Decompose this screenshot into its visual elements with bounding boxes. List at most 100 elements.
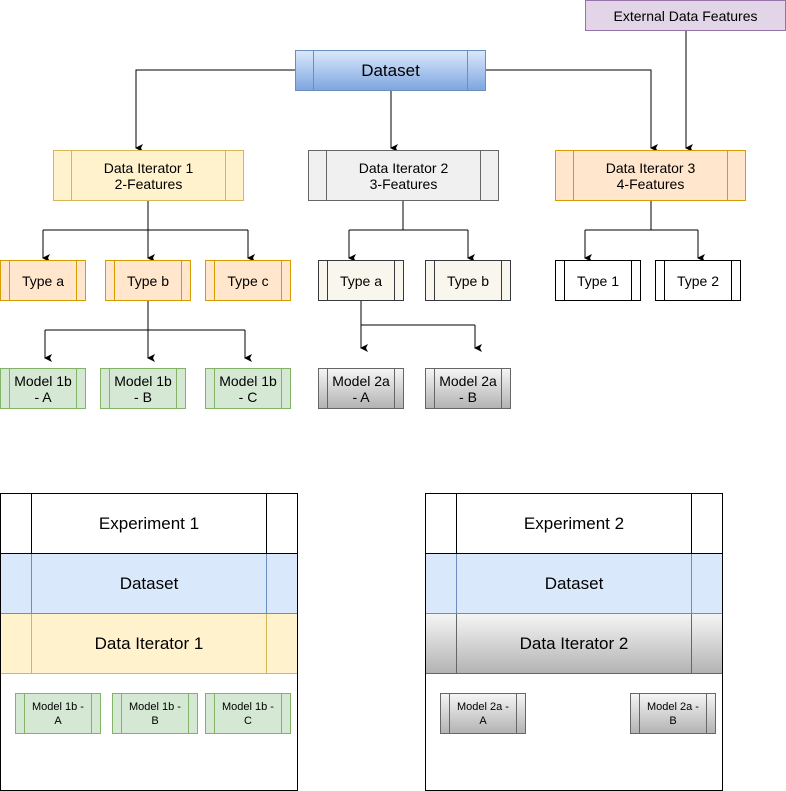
exp1-model-b-label: Model 1b - B bbox=[129, 700, 181, 727]
iter3-type-1-box: Type 1 bbox=[555, 260, 641, 301]
iter1-type-c-label: Type c bbox=[227, 272, 269, 289]
model-2a-b-label: Model 2a - B bbox=[439, 372, 497, 405]
experiment-2-dataset-band: Dataset bbox=[426, 554, 722, 614]
experiment-2-iterator-label: Data Iterator 2 bbox=[519, 633, 629, 653]
bar-right bbox=[706, 694, 707, 733]
dataset-left-bar bbox=[313, 51, 314, 90]
iter1-type-a-label: Type a bbox=[21, 272, 65, 289]
bar-right bbox=[91, 694, 92, 733]
bar-left bbox=[327, 369, 328, 408]
exp2-model-b-label: Model 2a - B bbox=[647, 700, 699, 727]
data-iterator-3-label: Data Iterator 3 4-Features bbox=[605, 159, 696, 192]
bar-left bbox=[449, 694, 450, 733]
experiment-1-title-band: Experiment 1 bbox=[1, 494, 297, 554]
bar-left bbox=[9, 369, 10, 408]
iter1-type-c-box: Type c bbox=[205, 260, 291, 301]
bar-right bbox=[480, 151, 481, 200]
bar-left bbox=[71, 151, 72, 200]
experiment-2-title-band: Experiment 2 bbox=[426, 494, 722, 554]
bar-left bbox=[434, 369, 435, 408]
exp1-model-a-box: Model 1b - A bbox=[15, 693, 101, 734]
bar-left bbox=[31, 494, 32, 553]
bar-right bbox=[691, 554, 692, 613]
bar-left bbox=[214, 369, 215, 408]
edge-iter1-types bbox=[43, 200, 248, 231]
exp1-model-a-label: Model 1b - A bbox=[32, 700, 84, 727]
model-1b-c-box: Model 1b - C bbox=[205, 368, 291, 409]
experiment-1-panel: Experiment 1 Dataset Data Iterator 1 Mod… bbox=[0, 493, 298, 791]
dataset-right-bar bbox=[467, 51, 468, 90]
experiment-2-title: Experiment 2 bbox=[523, 513, 625, 533]
bar-left bbox=[214, 694, 215, 733]
external-data-features-label: External Data Features bbox=[613, 7, 758, 24]
bar-left bbox=[24, 694, 25, 733]
model-2a-a-box: Model 2a - A bbox=[318, 368, 404, 409]
iter2-type-a-label: Type a bbox=[339, 272, 383, 289]
bar-right bbox=[188, 694, 189, 733]
experiment-2-iterator-band: Data Iterator 2 bbox=[426, 614, 722, 674]
bar-right bbox=[501, 369, 502, 408]
bar-right bbox=[281, 694, 282, 733]
iter3-type-2-box: Type 2 bbox=[655, 260, 741, 301]
bar-left bbox=[456, 554, 457, 613]
iter1-type-a-box: Type a bbox=[0, 260, 86, 301]
exp2-model-b-box: Model 2a - B bbox=[630, 693, 716, 734]
bar-left bbox=[639, 694, 640, 733]
bar-right bbox=[501, 261, 502, 300]
model-1b-a-label: Model 1b - A bbox=[14, 372, 72, 405]
bar-left bbox=[114, 261, 115, 300]
bar-left bbox=[31, 614, 32, 673]
bar-right bbox=[727, 151, 728, 200]
exp1-model-c-box: Model 1b - C bbox=[205, 693, 291, 734]
model-2a-a-label: Model 2a - A bbox=[332, 372, 390, 405]
experiment-1-title: Experiment 1 bbox=[98, 513, 200, 533]
data-iterator-3-box: Data Iterator 3 4-Features bbox=[555, 150, 746, 201]
bar-left bbox=[9, 261, 10, 300]
dataset-label: Dataset bbox=[361, 60, 420, 80]
iter1-type-b-box: Type b bbox=[105, 260, 191, 301]
bar-right bbox=[76, 369, 77, 408]
exp1-model-c-label: Model 1b - C bbox=[222, 700, 274, 727]
iter2-type-b-box: Type b bbox=[425, 260, 511, 301]
experiment-1-iterator-label: Data Iterator 1 bbox=[94, 633, 204, 653]
data-iterator-1-box: Data Iterator 1 2-Features bbox=[53, 150, 244, 201]
exp2-model-a-box: Model 2a - A bbox=[440, 693, 526, 734]
bar-right bbox=[691, 614, 692, 673]
model-1b-c-label: Model 1b - C bbox=[219, 372, 277, 405]
edge-iter3-types bbox=[585, 200, 698, 231]
model-1b-a-box: Model 1b - A bbox=[0, 368, 86, 409]
exp2-model-a-label: Model 2a - A bbox=[457, 700, 509, 727]
bar-left bbox=[564, 261, 565, 300]
iter1-type-b-label: Type b bbox=[126, 272, 170, 289]
external-data-features-box: External Data Features bbox=[585, 0, 786, 31]
bar-right bbox=[76, 261, 77, 300]
bar-right bbox=[731, 261, 732, 300]
edge-iter2-types bbox=[349, 200, 468, 231]
edge-typea-models bbox=[360, 300, 475, 326]
bar-right bbox=[266, 494, 267, 553]
bar-left bbox=[456, 494, 457, 553]
edge-dataset-iter3 bbox=[485, 69, 658, 152]
bar-left bbox=[434, 261, 435, 300]
bar-left bbox=[31, 554, 32, 613]
dataset-box: Dataset bbox=[295, 50, 486, 91]
iter2-type-b-label: Type b bbox=[446, 272, 490, 289]
bar-left bbox=[327, 261, 328, 300]
bar-left bbox=[326, 151, 327, 200]
data-iterator-2-label: Data Iterator 2 3-Features bbox=[358, 159, 449, 192]
bar-right bbox=[266, 554, 267, 613]
edge-dataset-iter1 bbox=[135, 69, 296, 152]
experiment-2-dataset-label: Dataset bbox=[544, 573, 604, 593]
bar-left bbox=[664, 261, 665, 300]
bar-right bbox=[266, 614, 267, 673]
experiment-1-iterator-band: Data Iterator 1 bbox=[1, 614, 297, 674]
iter3-type-2-label: Type 2 bbox=[676, 272, 720, 289]
bar-left bbox=[214, 261, 215, 300]
bar-left bbox=[121, 694, 122, 733]
experiment-1-dataset-band: Dataset bbox=[1, 554, 297, 614]
bar-right bbox=[516, 694, 517, 733]
experiment-2-panel: Experiment 2 Dataset Data Iterator 2 Mod… bbox=[425, 493, 723, 791]
bar-left bbox=[456, 614, 457, 673]
model-2a-b-box: Model 2a - B bbox=[425, 368, 511, 409]
